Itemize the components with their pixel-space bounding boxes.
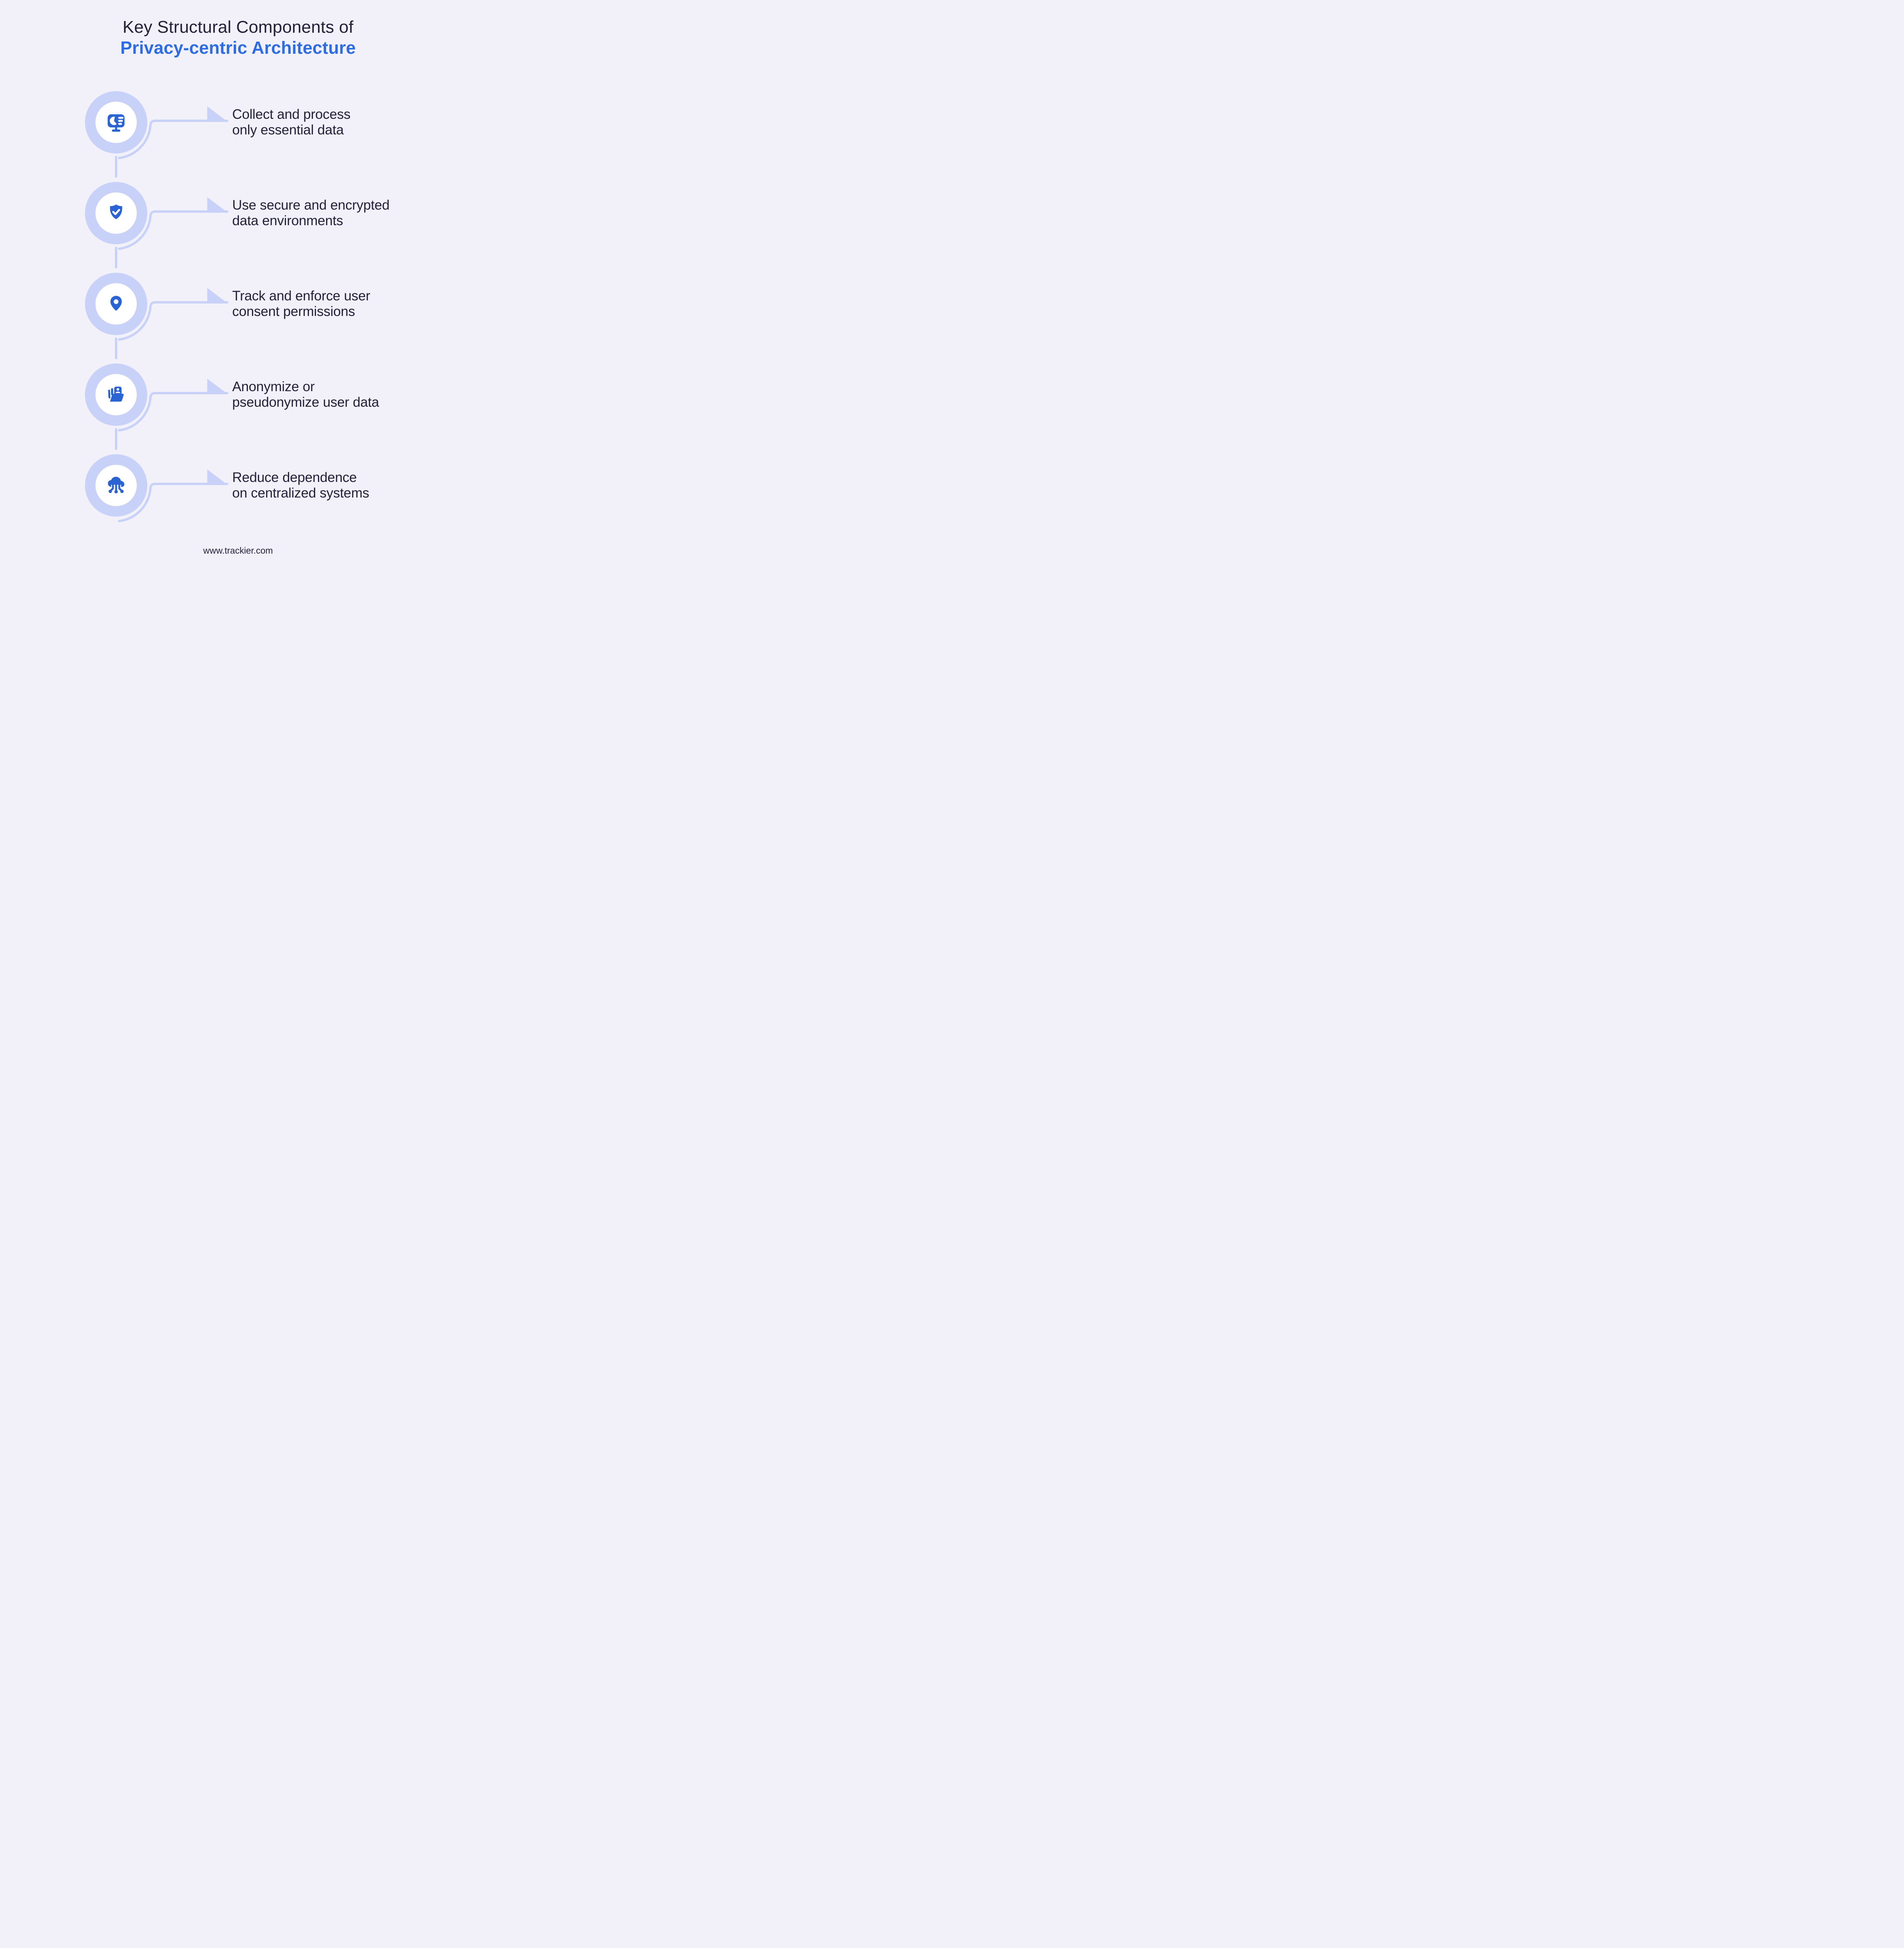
arrowhead-icon <box>207 197 228 213</box>
item-bubble-5 <box>85 454 147 517</box>
item-text-line: Use secure and encrypted <box>232 198 390 213</box>
item-text-line: Collect and process <box>232 107 351 122</box>
privacy-architecture-infographic: Key Structural Components of Privacy-cen… <box>0 0 476 576</box>
item-circle <box>95 374 137 415</box>
item-text-line: pseudonymize user data <box>232 395 379 410</box>
item-text-line: on centralized systems <box>232 485 369 501</box>
arrowhead-icon <box>207 469 228 485</box>
item-text-line: Reduce dependence <box>232 470 357 485</box>
item-bubble-3 <box>85 273 147 335</box>
item-circle <box>95 102 137 143</box>
item-text-line: Track and enforce user <box>232 288 371 303</box>
item-label-1: Collect and process only essential data <box>232 104 427 141</box>
item-circle <box>95 465 137 506</box>
shield-check-icon <box>110 204 122 219</box>
timeline-dash <box>115 337 117 359</box>
title-line-2: Privacy-centric Architecture <box>120 38 356 58</box>
item-text-line: consent permissions <box>232 304 355 319</box>
item-circle <box>95 283 137 325</box>
page-title: Key Structural Components of Privacy-cen… <box>0 17 476 58</box>
location-pin-icon <box>110 296 122 311</box>
timeline-dash <box>115 428 117 450</box>
item-circle <box>95 192 137 234</box>
timeline-dash <box>115 156 117 178</box>
folder-user-icon <box>108 386 124 402</box>
item-text-line: only essential data <box>232 122 344 138</box>
title-line-1: Key Structural Components of <box>122 18 354 37</box>
item-label-3: Track and enforce user consent permissio… <box>232 285 427 323</box>
arrowhead-icon <box>207 288 228 303</box>
item-text-line: Anonymize or <box>232 379 315 394</box>
arrowhead-icon <box>207 379 228 394</box>
dashboard-monitor-icon <box>108 114 125 132</box>
footer-url: www.trackier.com <box>203 545 273 556</box>
arrowhead-icon <box>207 106 228 122</box>
item-label-4: Anonymize or pseudonymize user data <box>232 376 427 413</box>
item-bubble-2 <box>85 182 147 244</box>
item-text-line: data environments <box>232 213 343 228</box>
item-label-5: Reduce dependence on centralized systems <box>232 467 427 504</box>
item-bubble-1 <box>85 91 147 154</box>
cloud-network-icon <box>108 476 125 494</box>
item-bubble-4 <box>85 363 147 426</box>
timeline-dash <box>115 247 117 268</box>
item-label-2: Use secure and encrypted data environmen… <box>232 194 427 232</box>
